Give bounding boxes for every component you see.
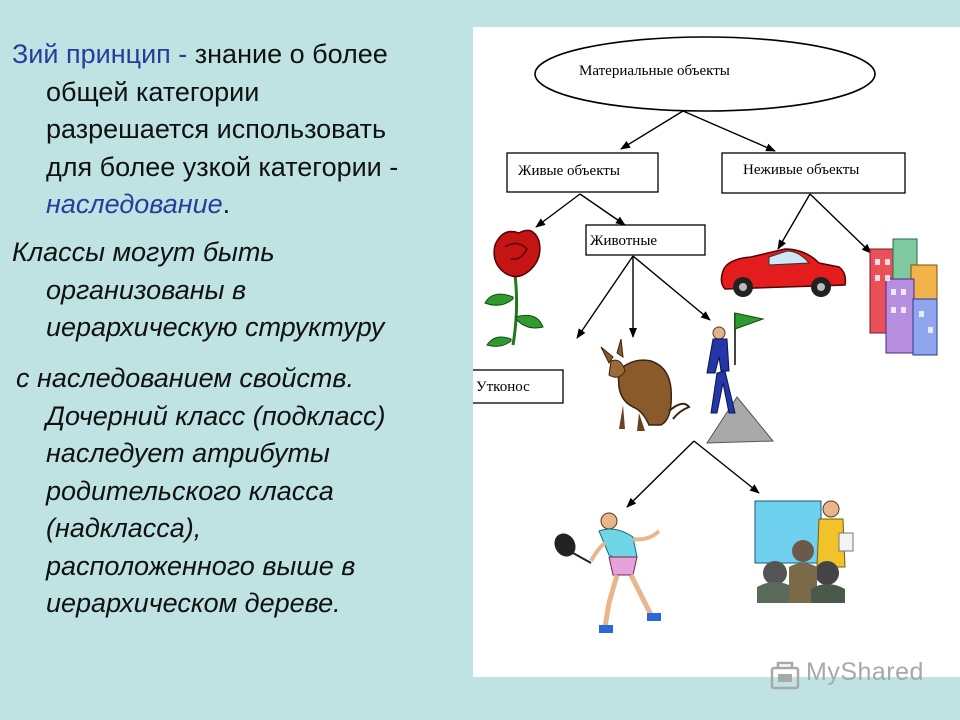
text-line: с наследованием свойств.	[16, 363, 354, 393]
text-line: расположенного выше в	[46, 550, 356, 581]
principle-label: Зий принцип -	[12, 39, 195, 69]
node-animals: Животные	[585, 224, 706, 256]
text-fragment: знание о более	[194, 39, 388, 69]
edge	[579, 193, 626, 226]
node-nonliving-objects: Неживые объекты	[721, 152, 906, 194]
text-line: для более узкой категории -	[46, 151, 399, 182]
text-line: разрешается использовать	[46, 114, 387, 144]
myshared-watermark: MyShared	[768, 656, 958, 694]
node-label: Животные	[590, 233, 657, 249]
text-line: наследование.	[12, 186, 398, 224]
tennis-player-illustration	[554, 512, 661, 633]
text-line: (надкласса),	[46, 513, 202, 543]
edges-animals	[576, 255, 711, 339]
node-label: Живые объекты	[518, 163, 620, 179]
text-line: организованы в	[46, 274, 247, 305]
edge	[535, 193, 581, 228]
diagram-panel: Материальные объекты Живые объекты Нежив…	[470, 27, 960, 677]
paragraph-inheritance-principle: Зий принцип - знание о более общей катег…	[12, 36, 398, 224]
edge	[809, 193, 872, 254]
text-line: наследует атрибуты	[46, 438, 330, 468]
text-line: родительского класса	[46, 475, 334, 506]
paragraph-class-hierarchy: Классы могут быть организованы в иерархи…	[12, 234, 384, 347]
edge	[620, 110, 684, 150]
climber-illustration	[706, 312, 775, 444]
text-column: Зий принцип - знание о более общей катег…	[0, 0, 472, 720]
edge	[626, 440, 695, 508]
edges-nonliving	[777, 193, 872, 254]
text-fragment: .	[222, 189, 231, 219]
edge	[777, 193, 811, 250]
hierarchy-diagram: Материальные объекты Живые объекты Нежив…	[470, 36, 938, 633]
text-line: Зий принцип - знание о более	[12, 36, 398, 74]
text-line: Дочерний класс (подкласс)	[46, 400, 386, 431]
edges-living	[535, 193, 626, 228]
car-illustration	[720, 248, 847, 297]
inheritance-term: наследование	[46, 189, 223, 219]
edge	[682, 110, 776, 152]
myshared-logo-icon	[770, 661, 800, 690]
edges-root	[620, 110, 776, 152]
node-label: Утконос	[476, 379, 530, 395]
text-line: Классы могут быть	[12, 237, 275, 267]
edge	[576, 255, 634, 339]
donkey-illustration	[600, 338, 691, 431]
watermark-text: MyShared	[806, 658, 924, 686]
paragraph-subclass-inherits: с наследованием свойств. Дочерний класс …	[16, 360, 385, 623]
text-line: общей категории	[46, 76, 260, 107]
edges-bottom	[626, 440, 760, 508]
classroom-illustration	[754, 500, 854, 603]
rose-illustration	[484, 229, 544, 347]
node-platypus: Утконос	[470, 369, 564, 404]
node-living-objects: Живые объекты	[506, 152, 659, 193]
edge	[632, 255, 711, 321]
edge	[693, 440, 760, 494]
node-label: Материальные объекты	[579, 63, 730, 79]
node-material-objects: Материальные объекты	[534, 36, 876, 112]
node-label: Неживые объекты	[743, 162, 859, 178]
buildings-illustration	[869, 238, 938, 356]
text-line: иерархическом дереве.	[46, 588, 341, 618]
text-line: иерархическую структуру	[46, 312, 385, 342]
